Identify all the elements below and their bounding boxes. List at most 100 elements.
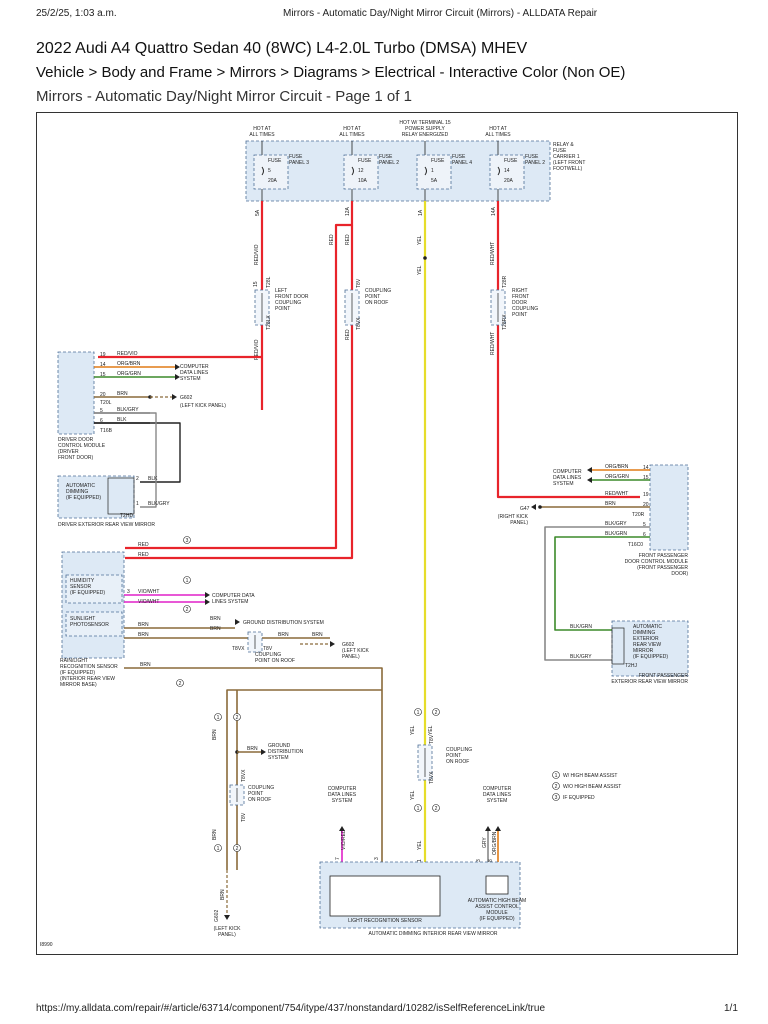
fuse-terminal: 12A (345, 206, 351, 216)
fuse-panel: PANEL 4 (452, 160, 472, 166)
fuse-box-2 (416, 154, 452, 190)
coupling-pin: T8VX (241, 769, 247, 782)
pin-number: 3 (374, 857, 380, 860)
coupling-label: COUPLING (446, 747, 472, 753)
wire-label: YEL (410, 790, 416, 800)
arrow-right (172, 394, 177, 400)
high-beam-label: MODULE (486, 910, 508, 916)
coupling-label: POINT (275, 306, 290, 312)
wire-red-wht (496, 201, 640, 499)
ground-location: (LEFT KICK PANEL) (180, 403, 226, 409)
wire-label: YEL (428, 725, 434, 735)
diagram-frame (36, 112, 738, 955)
option-marker (214, 713, 222, 721)
wire-label: RED/VIO (254, 339, 260, 360)
pin-number: 8 (488, 859, 494, 862)
humidity-label: SENSOR (70, 584, 92, 590)
fuse-name: FUSE (504, 158, 518, 164)
arrow-right (175, 374, 180, 380)
arrow-right (330, 641, 335, 647)
wire-label: BRN (312, 632, 323, 638)
wire-label: BLK (148, 476, 158, 482)
option-marker (233, 713, 241, 721)
passenger-module-label: DOOR) (671, 571, 688, 577)
fuse-name: FUSE (268, 158, 282, 164)
pin-number: 3 (476, 859, 482, 862)
mirror-label: AUTOMATIC (633, 624, 662, 630)
power-source-label: HOT AT (253, 126, 271, 132)
option-marker (183, 536, 191, 544)
wire-label: YEL (410, 725, 416, 735)
connector-id: T20L (100, 400, 112, 406)
pin-number: 5 (643, 522, 646, 528)
fuse-rating: 20A (268, 178, 278, 184)
coupling-label: POINT ON ROOF (255, 658, 295, 664)
ground-dist-label: GROUND (268, 743, 291, 749)
print-date: 25/2/25, 1:03 a.m. (36, 8, 117, 19)
figure-id: I8990 (40, 942, 53, 948)
fuse-panel: FUSE (379, 154, 393, 160)
light-recognition-sensor (329, 875, 441, 917)
bus-label: SYSTEM (180, 376, 201, 382)
humidity-label: HUMIDITY (70, 578, 95, 584)
light-sensor-label: LIGHT RECOGNITION SENSOR (348, 918, 422, 924)
photosensor-label: PHOTOSENSOR (70, 622, 109, 628)
coupling-pin: T28L (266, 276, 272, 288)
mirror-label: (IF EQUIPPED) (66, 495, 101, 501)
bus-label: DATA LINES (328, 792, 357, 798)
humidity-label: (IF EQUIPPED) (70, 590, 105, 596)
coupling-label: FRONT DOOR (275, 294, 309, 300)
coupling-label: ON ROOF (248, 797, 271, 803)
option-marker-number: 2 (236, 715, 239, 721)
pin-number: 14 (100, 362, 106, 368)
driver-module-label: (DRIVER (58, 449, 79, 455)
power-source-label: HOT W/ TERMINAL 15 (399, 120, 451, 126)
option-marker-number: 2 (186, 607, 189, 613)
wire-label: BLK/GRY (570, 654, 592, 660)
ground-dist-label: SYSTEM (268, 755, 289, 761)
legend-text: W/ HIGH BEAM ASSIST (563, 773, 617, 779)
fuse-name: FUSE (358, 158, 372, 164)
mirror-element (611, 627, 625, 665)
humidity-sensor (65, 574, 123, 604)
wire-label: BRN (220, 889, 226, 900)
legend-marker-number: 1 (555, 773, 558, 779)
fuse-panel: PANEL 2 (525, 160, 545, 166)
bus-label: SYSTEM (553, 481, 574, 487)
coupling-label: DOOR (512, 300, 527, 306)
coupling-label: POINT (512, 312, 527, 318)
high-beam-label: AUTOMATIC HIGH BEAM (468, 898, 526, 904)
wire-label: RED/WHT (490, 242, 496, 265)
arrow-left (587, 477, 592, 483)
passenger-module-label: FRONT PASSENGER (639, 553, 689, 559)
pin-number: 19 (643, 492, 649, 498)
splice-dot (423, 256, 427, 260)
bus-label: DATA LINES (553, 475, 582, 481)
wire-label: BLK (117, 417, 127, 423)
wire-label: ORG/BRN (492, 831, 498, 855)
driver-door-module (57, 351, 95, 435)
coupling-pin: T8V (356, 278, 362, 288)
mirror-label: (IF EQUIPPED) (633, 654, 668, 660)
bus-label: LINES SYSTEM (212, 599, 248, 605)
wire-label: RED/VIO (117, 351, 138, 357)
arrow-up (485, 826, 491, 831)
fuse-number: 1 (431, 168, 434, 174)
fuse-rating: 5A (431, 178, 438, 184)
power-source-label: ALL TIMES (339, 132, 365, 138)
pin-number: 6 (100, 418, 103, 424)
option-marker (414, 804, 422, 812)
power-source-label: HOT AT (489, 126, 507, 132)
fuse-panel: FUSE (289, 154, 303, 160)
breadcrumb[interactable]: Vehicle > Body and Frame > Mirrors > Dia… (36, 64, 626, 81)
coupling-pin: T28R (502, 275, 508, 288)
fuse-icon (424, 166, 427, 176)
option-marker (176, 679, 184, 687)
fuse-terminal: 14A (491, 206, 497, 216)
arrow-right (235, 619, 240, 625)
wire-label: BRN (212, 829, 218, 840)
wire-label: YEL (417, 235, 423, 245)
bus-label: COMPUTER (328, 786, 357, 792)
print-url[interactable]: https://my.alldata.com/repair/#/article/… (36, 1003, 546, 1014)
connector-id: T2HD (120, 513, 133, 519)
